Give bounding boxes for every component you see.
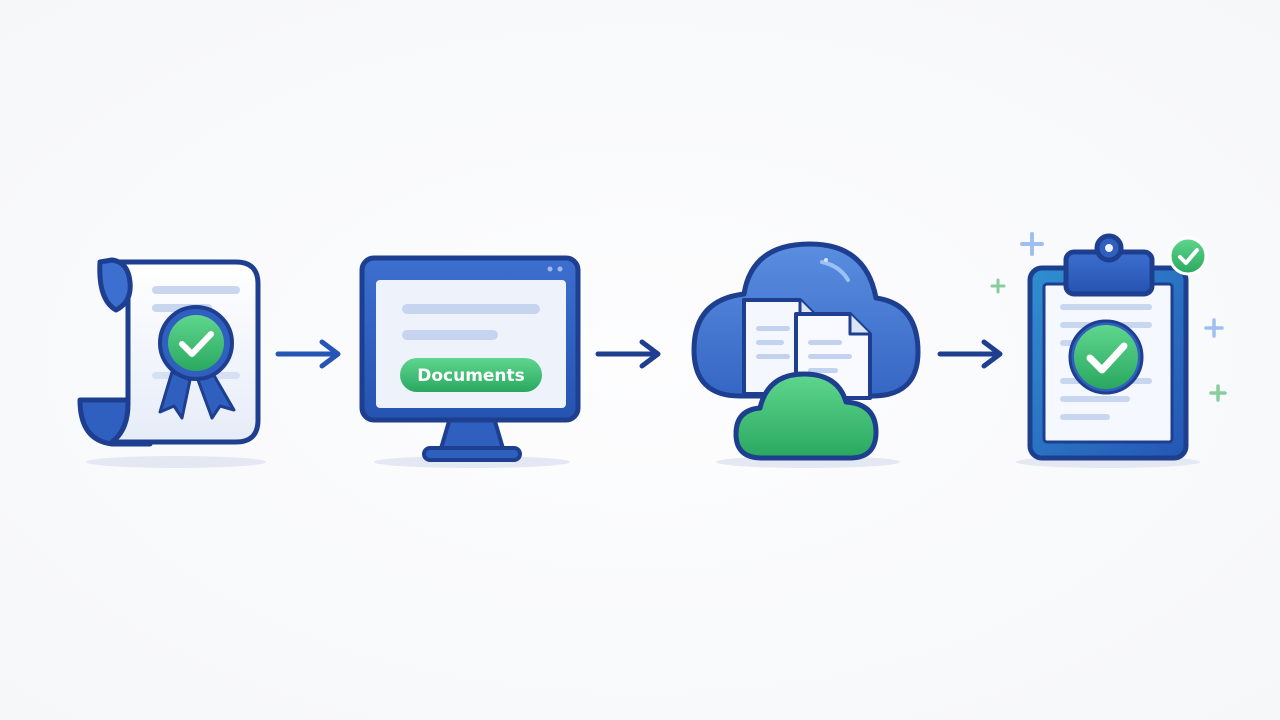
documents-button-label: Documents	[417, 366, 525, 386]
arrow-right-icon	[595, 339, 661, 369]
small-check-badge-icon	[1168, 236, 1208, 276]
check-icon	[179, 331, 214, 357]
sparkle-icon	[990, 232, 1227, 402]
arrow-right-icon	[937, 339, 1003, 369]
shadow	[86, 456, 266, 468]
documents-button[interactable]: Documents	[400, 358, 542, 392]
certificate-scroll-icon	[77, 257, 266, 468]
computer-monitor-icon: Documents	[359, 255, 581, 468]
check-icon	[1086, 342, 1128, 374]
clipboard-check-icon	[990, 232, 1227, 468]
arrow-right-icon	[275, 339, 341, 369]
cloud-documents-icon	[691, 241, 921, 468]
